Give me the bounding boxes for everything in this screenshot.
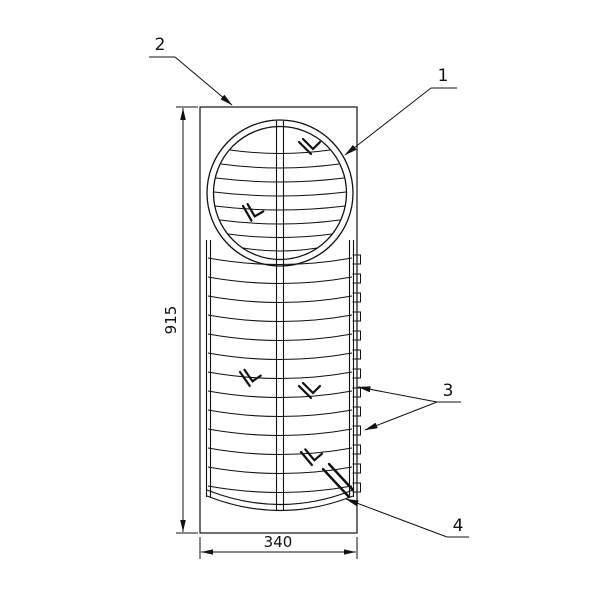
callout-1: 1 bbox=[344, 66, 457, 156]
width-dimension bbox=[199, 537, 358, 559]
top-ring-outer bbox=[206, 119, 354, 267]
mounting-tabs bbox=[352, 254, 361, 493]
callout-3-leader-lower bbox=[364, 401, 438, 431]
callout-3-leader-upper bbox=[357, 386, 438, 403]
width-dimension-label: 340 bbox=[264, 533, 293, 551]
top-ring bbox=[206, 119, 354, 267]
callout-4-leader bbox=[345, 498, 448, 538]
callout-1-leader bbox=[344, 87, 432, 156]
cage-bottom-cap bbox=[206, 489, 354, 512]
height-dimension bbox=[176, 106, 198, 534]
enclosure-outline bbox=[199, 106, 358, 534]
hook-icon bbox=[238, 202, 266, 225]
height-arrow-top bbox=[180, 108, 186, 120]
top-ring-inner bbox=[212, 125, 348, 261]
callout-2: 2 bbox=[149, 35, 233, 106]
width-arrow-left bbox=[201, 549, 213, 555]
callout-2-leader bbox=[174, 56, 233, 106]
hook-icon bbox=[236, 367, 263, 389]
callout-2-label: 2 bbox=[155, 35, 166, 55]
callout-1-label: 1 bbox=[438, 66, 449, 86]
callout-3: 3 bbox=[357, 381, 461, 431]
cage-rings bbox=[207, 257, 353, 494]
width-arrow-right bbox=[344, 549, 356, 555]
callout-4: 4 bbox=[345, 498, 469, 538]
bottom-strut bbox=[321, 462, 355, 499]
callout-3-label: 3 bbox=[443, 381, 454, 401]
height-arrow-bottom bbox=[180, 520, 186, 532]
hook-icon bbox=[298, 447, 324, 467]
top-ring-chords bbox=[213, 149, 347, 252]
height-dimension-label: 915 bbox=[162, 306, 180, 335]
callout-4-label: 4 bbox=[453, 516, 464, 536]
